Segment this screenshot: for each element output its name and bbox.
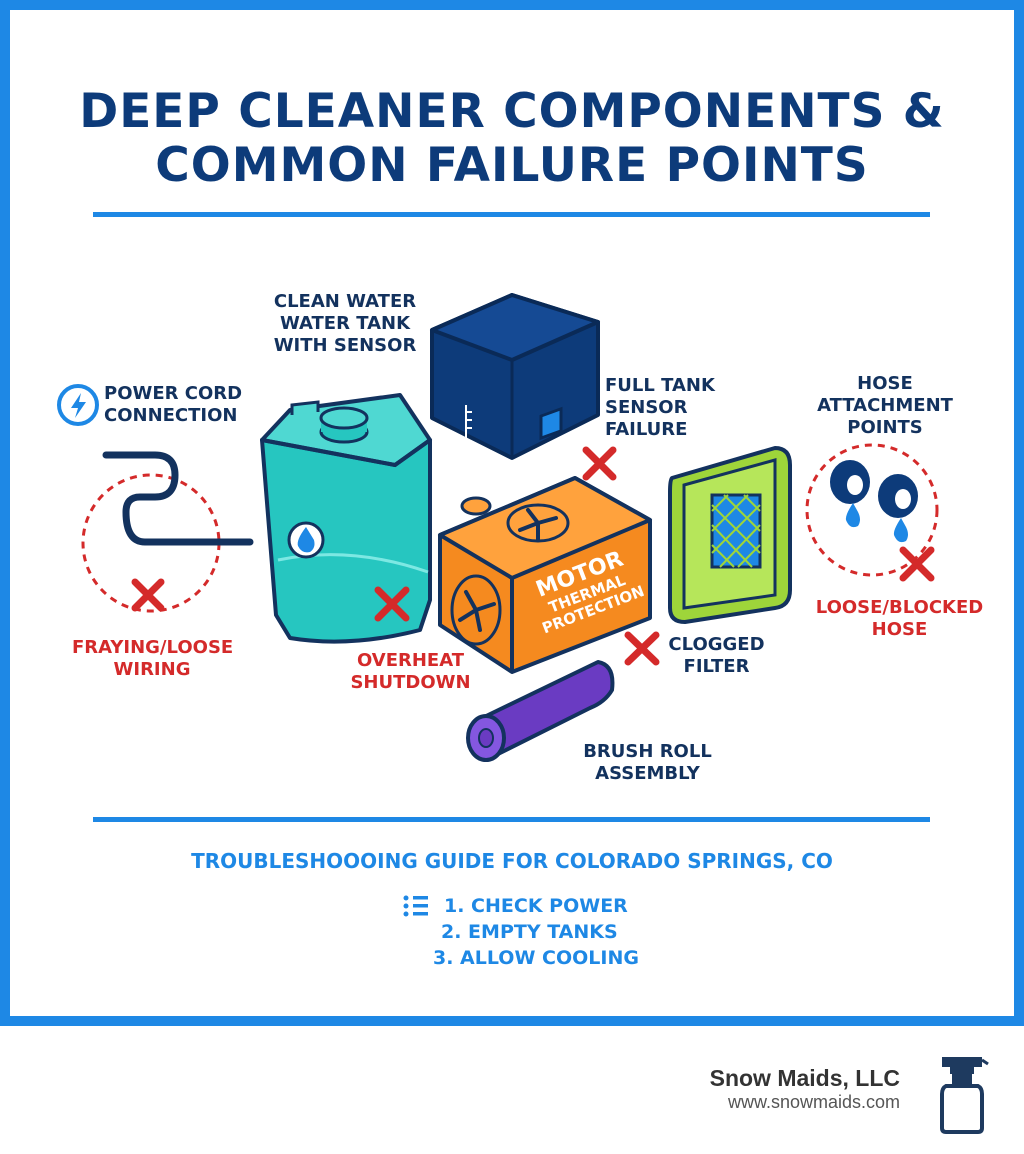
title-line-1: DEEP CLEANER COMPONENTS & — [79, 84, 945, 139]
full-tank-component — [430, 293, 600, 460]
top-divider — [93, 212, 930, 217]
guide-step-3: 3. ALLOW COOLING — [433, 947, 639, 969]
brand-block: Snow Maids, LLC www.snowmaids.com — [710, 1065, 900, 1113]
guide-step-1: 1. CHECK POWER — [444, 895, 628, 917]
motor-component — [438, 476, 652, 674]
title-line-2: COMMON FAILURE POINTS — [155, 138, 869, 193]
spray-bottle-icon — [940, 1057, 989, 1134]
water-drop-icon — [287, 521, 325, 559]
bottom-divider — [93, 817, 930, 822]
company-name: Snow Maids, LLC — [709, 1065, 900, 1091]
power-cord — [81, 451, 254, 613]
list-icon — [403, 895, 428, 917]
diagram-illustration — [57, 293, 939, 917]
filter-component — [668, 446, 792, 624]
failure-x-icon — [131, 446, 935, 666]
brush-roll-component — [466, 660, 615, 762]
clean-water-tank — [260, 393, 432, 644]
footer — [0, 1026, 1024, 1154]
fan-icon — [506, 503, 570, 543]
troubleshooting-heading: TROUBLESHOOOING GUIDE FOR COLORADO SPRIN… — [191, 849, 833, 873]
company-url: www.snowmaids.com — [727, 1092, 900, 1112]
guide-step-2: 2. EMPTY TANKS — [441, 921, 618, 943]
lightning-bolt-icon — [57, 384, 99, 426]
hose-attachments — [805, 443, 939, 577]
